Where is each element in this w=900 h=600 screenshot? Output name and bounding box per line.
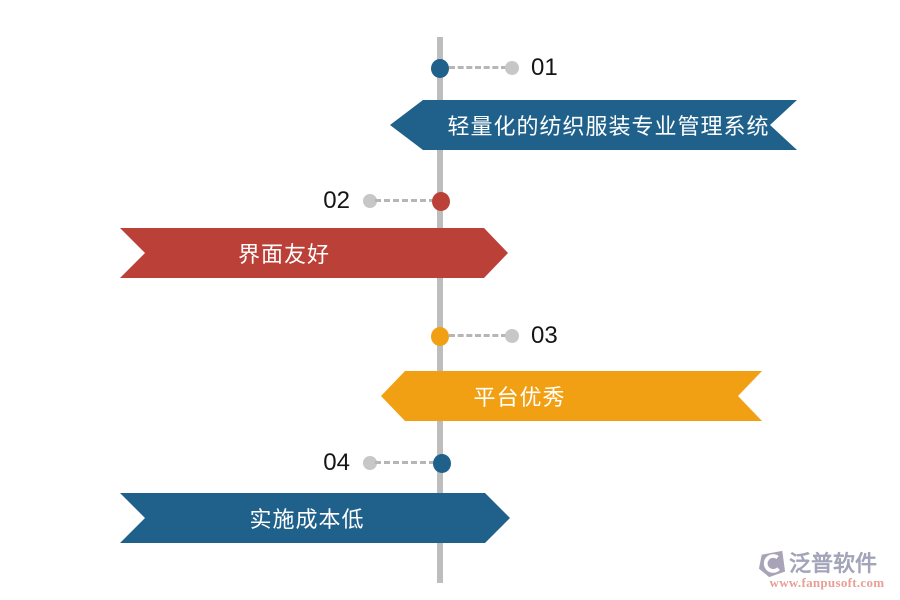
step-number-04: 04 <box>323 449 350 476</box>
milestone-dot-01 <box>431 59 449 78</box>
logo-url: www.fanpusoft.com <box>769 575 885 590</box>
endpoint-dot-01 <box>505 61 519 75</box>
milestone-dot-03 <box>431 327 449 346</box>
banner-label-02: 界面友好 <box>237 242 330 267</box>
step-number-02: 02 <box>323 187 350 214</box>
step-number-01: 01 <box>531 54 558 81</box>
fanpu-logo-icon <box>757 550 787 578</box>
banner-label-03: 平台优秀 <box>473 385 566 410</box>
timeline-spine <box>437 37 443 583</box>
logo-name: 泛普软件 <box>789 551 878 576</box>
connector-line-03 <box>449 334 507 337</box>
banner-label-01: 轻量化的纺织服装专业管理系统 <box>447 114 770 139</box>
endpoint-dot-03 <box>505 329 519 343</box>
step-number-03: 03 <box>531 322 558 349</box>
endpoint-dot-02 <box>363 194 377 208</box>
ribbon-banner-03: 平台优秀 <box>381 371 762 421</box>
banner-label-04: 实施成本低 <box>249 507 365 532</box>
logo: 泛普软件 www.fanpusoft.com <box>757 550 897 591</box>
ribbon-banner-04: 实施成本低 <box>120 493 510 543</box>
connector-line-04 <box>375 461 435 464</box>
ribbon-banner-01: 轻量化的纺织服装专业管理系统 <box>390 100 797 150</box>
connector-line-01 <box>449 66 507 69</box>
endpoint-dot-04 <box>363 456 377 470</box>
ribbon-banner-02: 界面友好 <box>120 228 508 278</box>
milestone-dot-02 <box>432 192 450 211</box>
connector-line-02 <box>375 199 435 202</box>
milestone-dot-04 <box>433 454 451 473</box>
